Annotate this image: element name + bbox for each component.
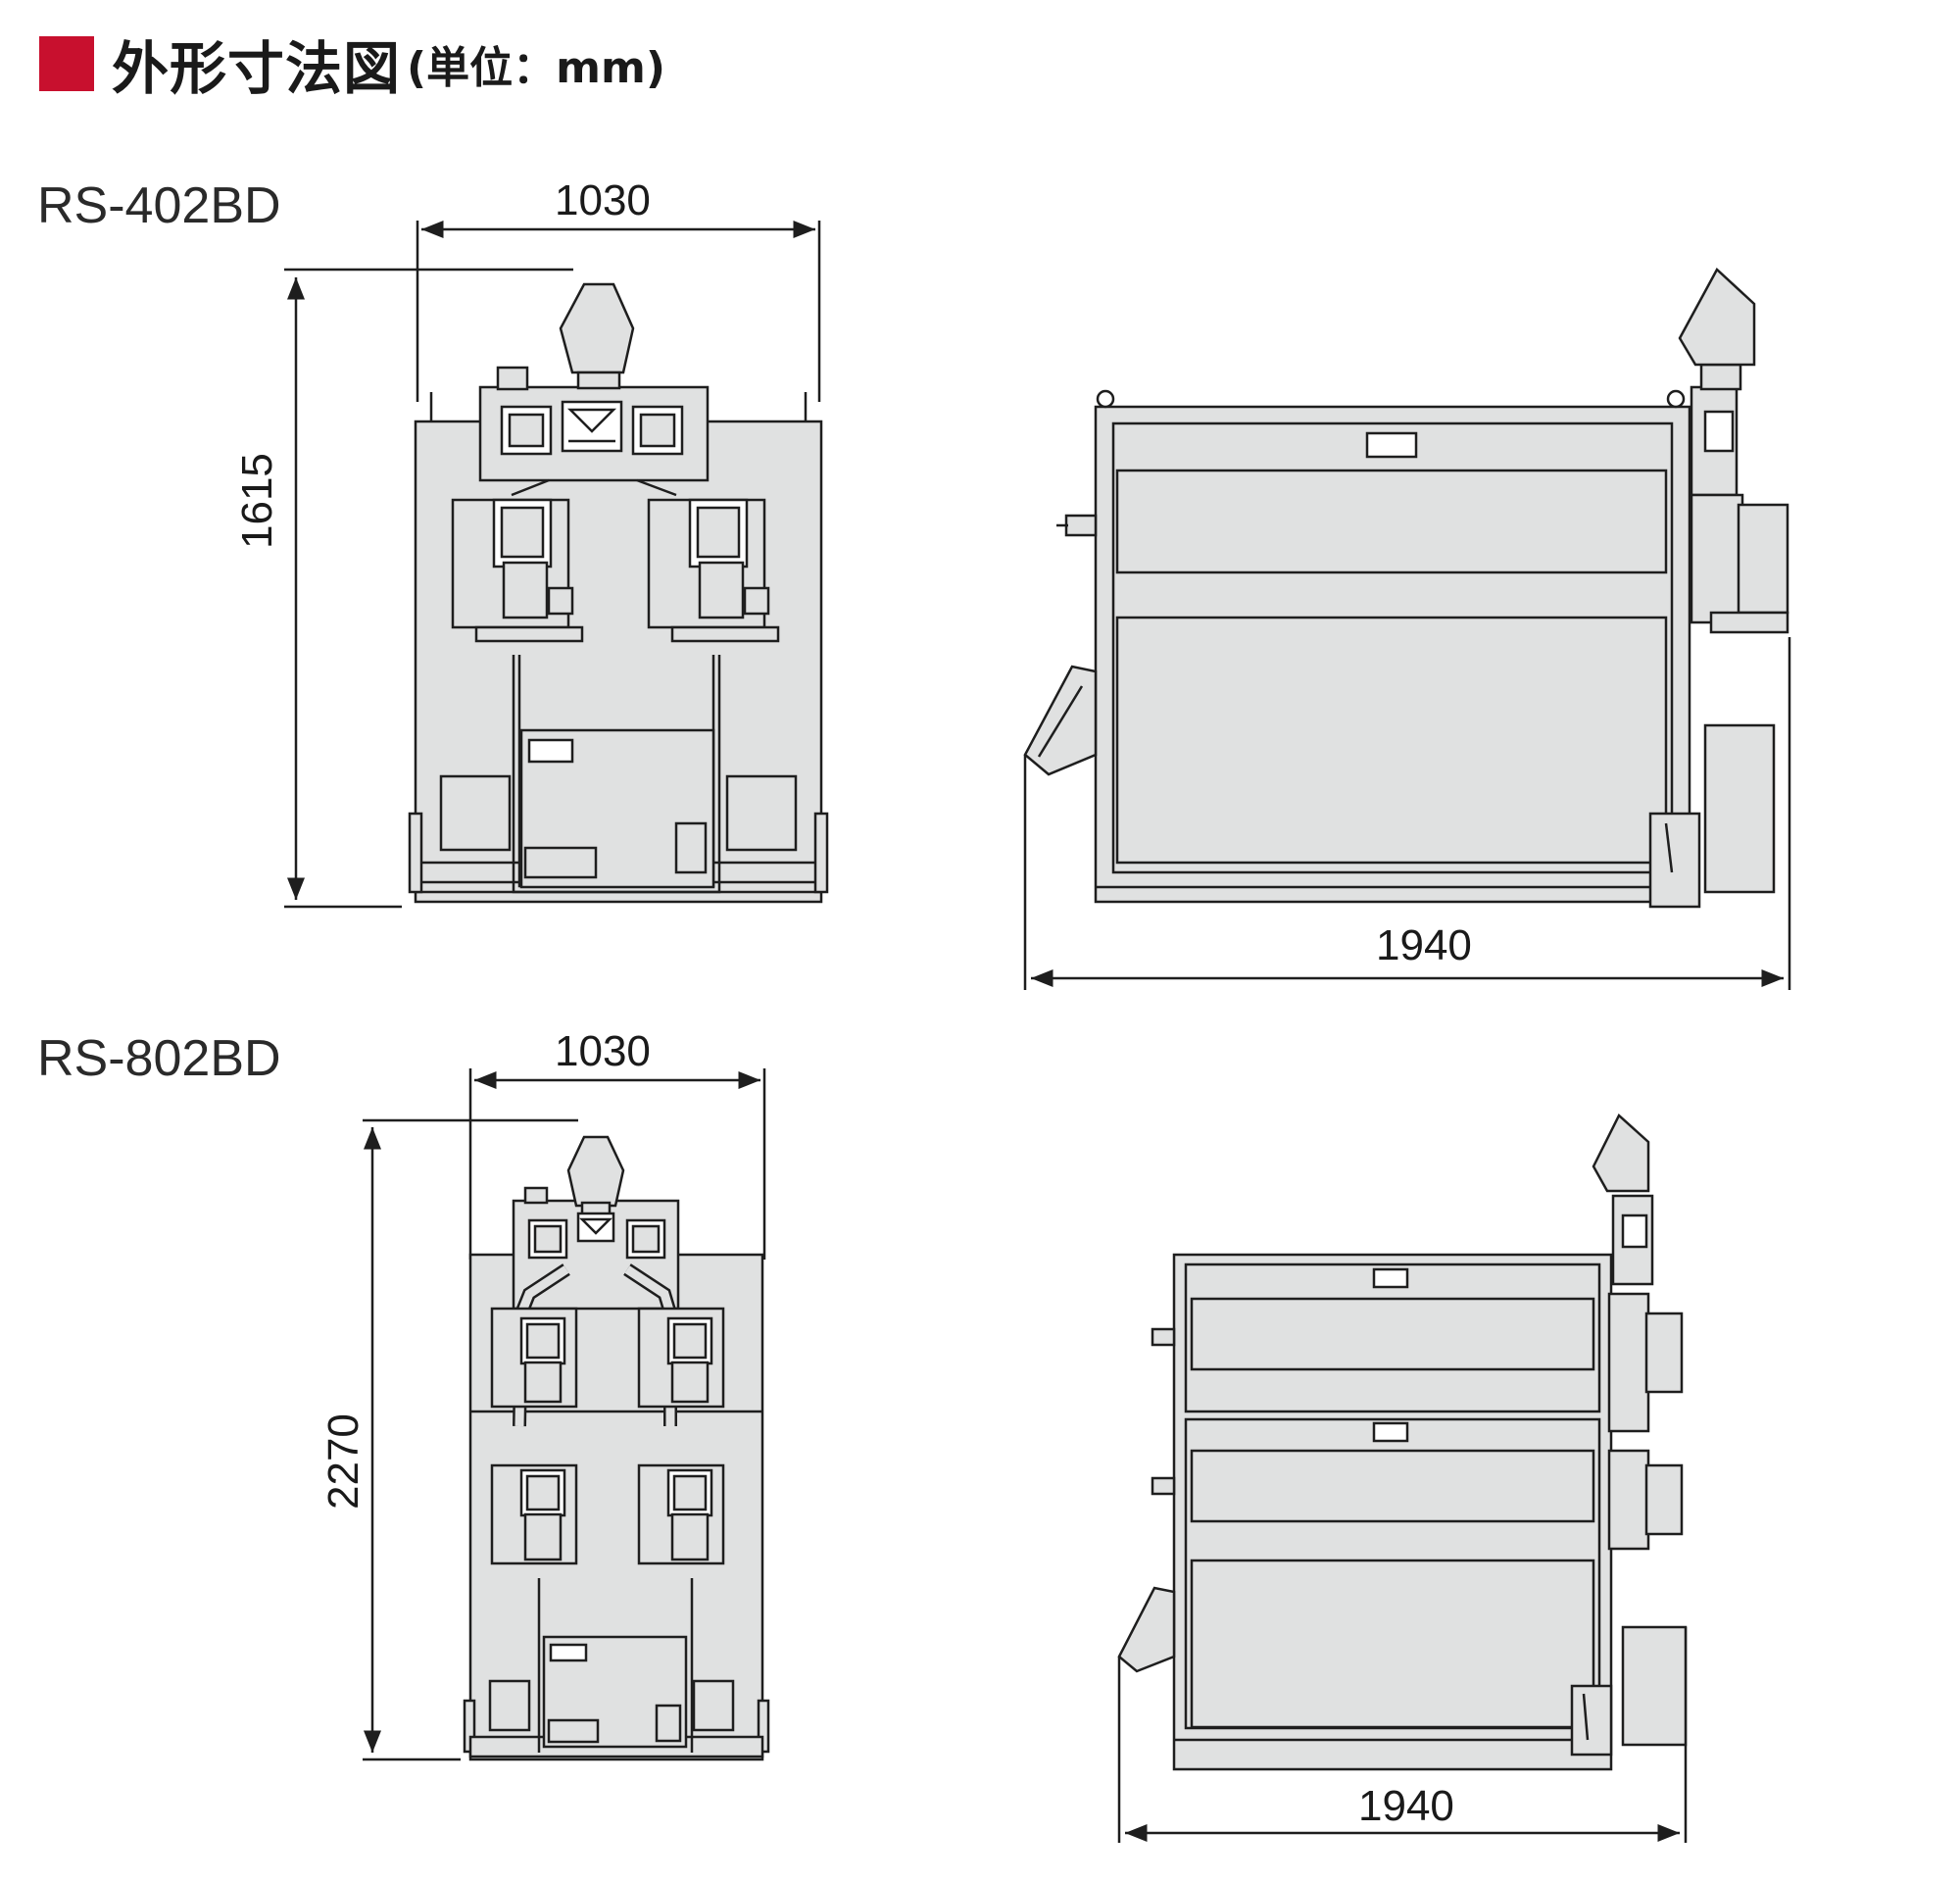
model-label-rs802bd: RS-802BD bbox=[37, 1030, 281, 1087]
rs802-front-view bbox=[363, 1068, 770, 1761]
rs402-height-dim: 1615 bbox=[233, 453, 281, 549]
rs402-width-dim: 1030 bbox=[555, 176, 651, 224]
rs402-side-view bbox=[1023, 267, 1791, 990]
rs802-width-dim: 1030 bbox=[555, 1027, 651, 1075]
page-title: 外形寸法図 (単位：mm) bbox=[39, 29, 665, 102]
rs402-depth-dim: 1940 bbox=[1376, 921, 1472, 969]
title-marker bbox=[39, 36, 94, 91]
model-label-rs402bd: RS-402BD bbox=[37, 177, 281, 234]
rs802-height-dim: 2270 bbox=[319, 1413, 368, 1510]
rs802-side-view bbox=[1117, 1113, 1688, 1843]
rs802-depth-dim: 1940 bbox=[1358, 1782, 1454, 1830]
rs402-front-view bbox=[284, 221, 829, 909]
title-unit: (単位：mm) bbox=[407, 43, 665, 93]
title-text: 外形寸法図 bbox=[112, 35, 402, 102]
